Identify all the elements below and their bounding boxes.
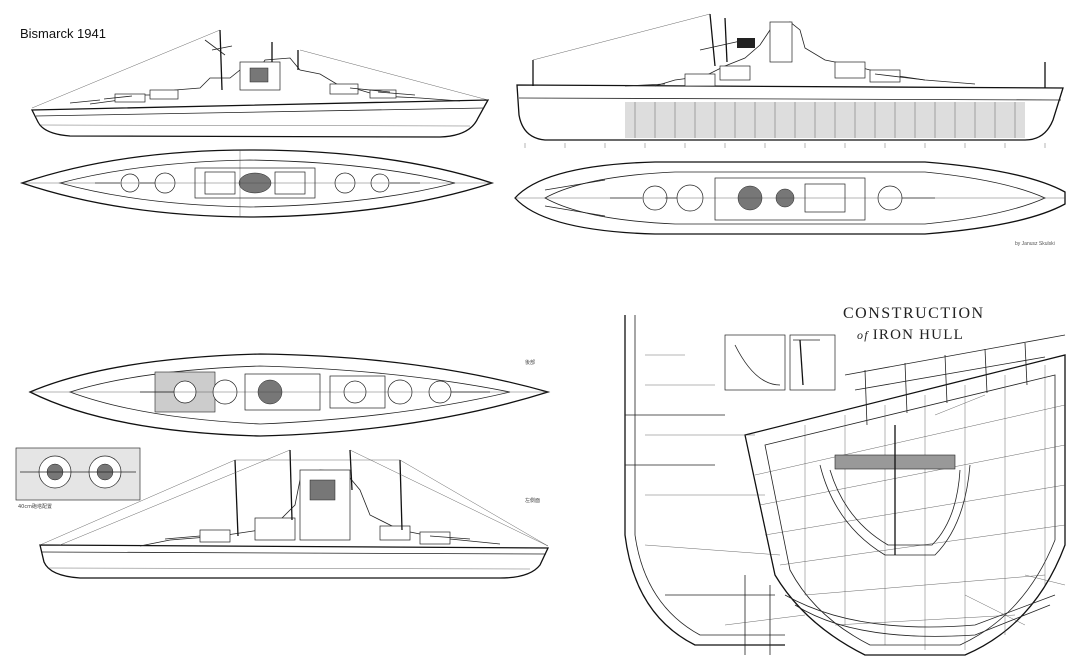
hull-detail-insets — [724, 334, 836, 391]
bismarck-drawing — [19, 29, 495, 218]
hull-title-of: of — [857, 328, 869, 342]
iron-hull-drawing — [624, 315, 1066, 656]
hull-title-main: IRON HULL — [872, 327, 964, 343]
nagato-turret-inset — [15, 447, 141, 501]
nagato-top-view — [28, 353, 551, 437]
yamato-side-profile — [516, 13, 1064, 148]
bismarck-drawing-panel: Bismarck 1941 — [0, 0, 505, 250]
nagato-side-label: 左側面 — [525, 497, 540, 504]
yamato-drawing-panel: by Janusz Skulski — [505, 0, 1075, 255]
hull-title-line1: CONSTRUCTION — [843, 305, 985, 322]
bismarck-top-view — [19, 149, 495, 218]
yamato-top-view — [514, 161, 1066, 235]
hull-callout-leaders — [644, 354, 1066, 626]
bismarck-side-profile — [30, 29, 490, 138]
hull-cross-section-profile — [624, 315, 785, 655]
bismarck-title: Bismarck 1941 — [20, 26, 106, 41]
nagato-drawing-panel: 後部 40cm砲塔配置 左側面 — [0, 340, 560, 672]
yamato-drawing: by Janusz Skulski — [514, 13, 1066, 247]
nagato-side-profile — [39, 449, 550, 579]
yamato-credit: by Janusz Skulski — [1015, 241, 1055, 247]
nagato-inset-caption: 40cm砲塔配置 — [18, 503, 52, 510]
nagato-top-label: 後部 — [525, 359, 535, 366]
hull-cutaway — [744, 334, 1066, 656]
nagato-drawing: 後部 40cm砲塔配置 左側面 — [15, 353, 551, 579]
